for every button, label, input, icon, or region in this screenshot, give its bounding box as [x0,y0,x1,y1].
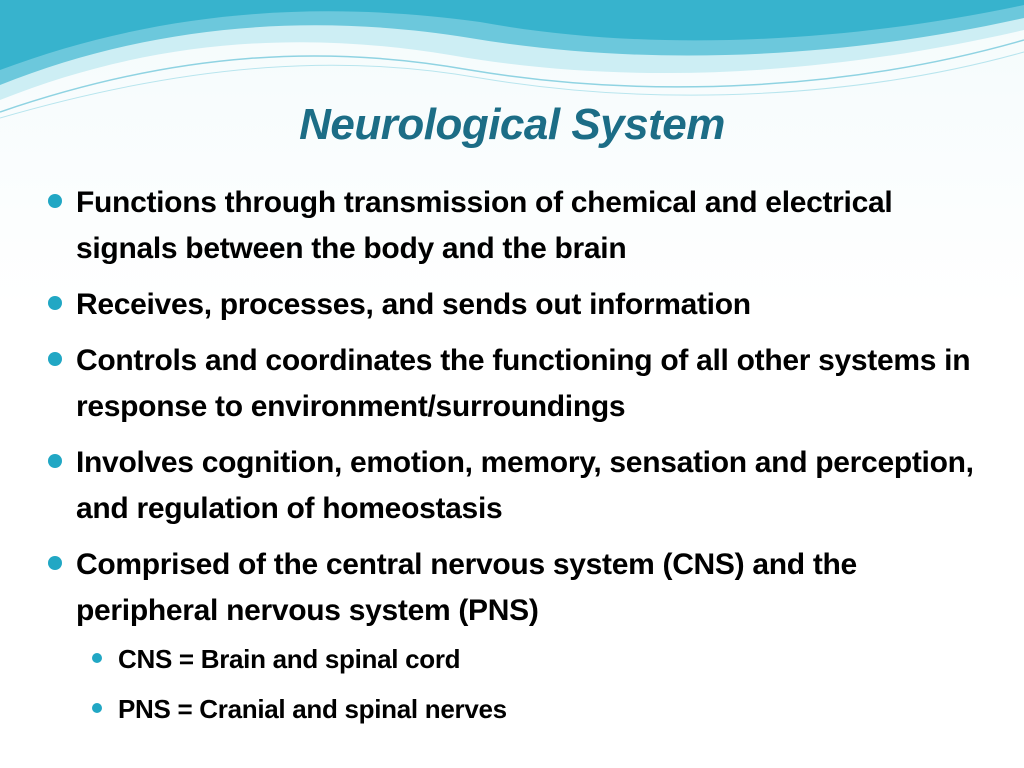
bullet-dot-icon [48,556,62,570]
sub-bullet-list: CNS = Brain and spinal cord PNS = Crania… [76,640,984,728]
sub-bullet-text: CNS = Brain and spinal cord [118,644,461,674]
bullet-dot-icon [48,454,62,468]
bullet-text: Comprised of the central nervous system … [76,548,857,627]
bullet-text: Receives, processes, and sends out infor… [76,288,751,321]
sub-bullet-item: CNS = Brain and spinal cord [86,640,984,678]
bullet-dot-icon [48,194,62,208]
sub-bullet-dot-icon [92,653,102,663]
header-wave-decoration [0,0,1024,119]
wave-fill-top [0,0,1024,70]
bullet-list: Functions through transmission of chemic… [44,180,984,740]
bullet-item: Controls and coordinates the functioning… [44,338,984,430]
bullet-text: Involves cognition, emotion, memory, sen… [76,446,974,525]
slide-title: Neurological System [299,100,725,149]
bullet-item: Functions through transmission of chemic… [44,180,984,272]
bullet-text: Functions through transmission of chemic… [76,186,893,265]
sub-bullet-text: PNS = Cranial and spinal nerves [118,694,507,724]
bullet-dot-icon [48,352,62,366]
bullet-item: Comprised of the central nervous system … [44,542,984,728]
wave-line-2 [0,51,1024,119]
bullet-dot-icon [48,296,62,310]
sub-bullet-dot-icon [92,703,102,713]
wave-line-1 [0,39,1024,113]
sub-bullet-item: PNS = Cranial and spinal nerves [86,690,984,728]
bullet-item: Receives, processes, and sends out infor… [44,282,984,328]
bullet-item: Involves cognition, emotion, memory, sen… [44,440,984,532]
bullet-text: Controls and coordinates the functioning… [76,344,971,423]
